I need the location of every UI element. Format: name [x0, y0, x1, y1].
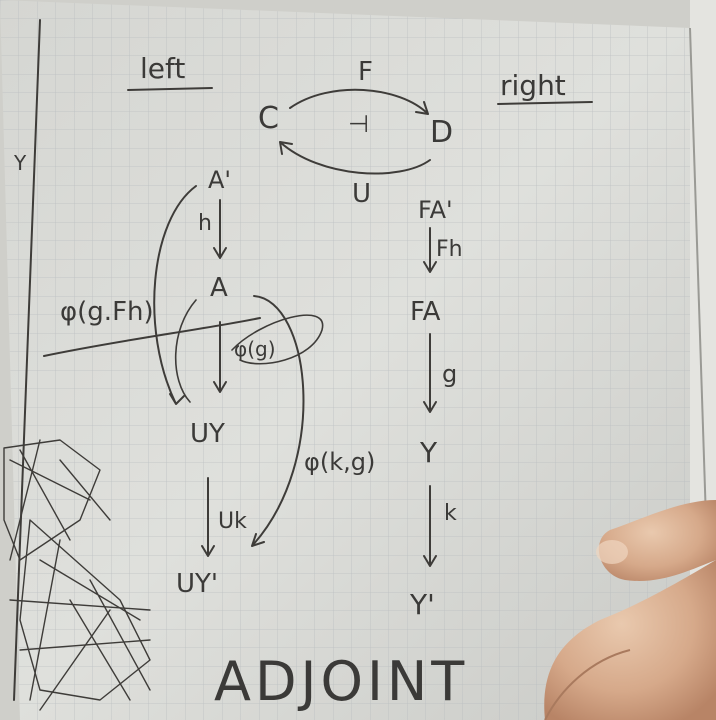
margin-y-mark: Y	[13, 151, 27, 175]
right-arrow-fh	[423, 227, 437, 273]
left-curve-a-prime	[153, 185, 197, 405]
scribble-drawing	[3, 439, 151, 711]
left-uk-label: Uk	[218, 509, 247, 534]
paper-edge	[689, 27, 707, 521]
adjoint-symbol: ⊣	[348, 110, 369, 138]
left-phi-k-g: φ(k,g)	[304, 448, 375, 476]
right-fh-label: Fh	[436, 237, 463, 262]
left-curve-phi-k-g	[251, 295, 305, 547]
left-uy-prime: UY'	[176, 569, 218, 599]
functor-u-label: U	[352, 179, 371, 209]
arrow-f	[289, 88, 429, 115]
right-k-label: k	[444, 501, 457, 526]
margin-line	[13, 19, 41, 701]
category-d: D	[430, 115, 453, 150]
right-arrow-k	[423, 485, 437, 567]
left-heading-underline	[127, 87, 213, 91]
left-phi-g-loop	[231, 314, 324, 365]
right-heading-underline	[497, 101, 593, 105]
left-curve-inner	[174, 299, 197, 403]
right-y-prime: Y'	[409, 588, 435, 621]
left-arrow-phi-g	[213, 321, 227, 393]
category-c: C	[258, 101, 279, 136]
left-a: A	[210, 273, 228, 303]
right-fa-prime: FA'	[418, 196, 453, 224]
right-y: Y	[419, 436, 438, 469]
hand	[544, 500, 716, 720]
left-a-prime: A'	[208, 166, 231, 194]
left-uy: UY	[190, 419, 225, 449]
right-heading: right	[500, 69, 566, 102]
left-phi-g-fh: φ(g.Fh)	[60, 297, 154, 327]
left-phi-g: φ(g)	[234, 337, 276, 361]
left-h-label: h	[198, 211, 212, 236]
left-arrow-h	[213, 199, 227, 259]
right-arrow-g	[423, 333, 437, 413]
arrow-u	[279, 141, 431, 175]
right-fa: FA	[410, 297, 441, 327]
left-heading: left	[140, 52, 185, 85]
left-phi-underline	[43, 317, 261, 357]
adjoint-title: ADJOINT	[214, 650, 468, 713]
functor-f-label: F	[358, 57, 373, 87]
right-g-label: g	[442, 360, 457, 388]
left-arrow-uk	[201, 477, 215, 557]
